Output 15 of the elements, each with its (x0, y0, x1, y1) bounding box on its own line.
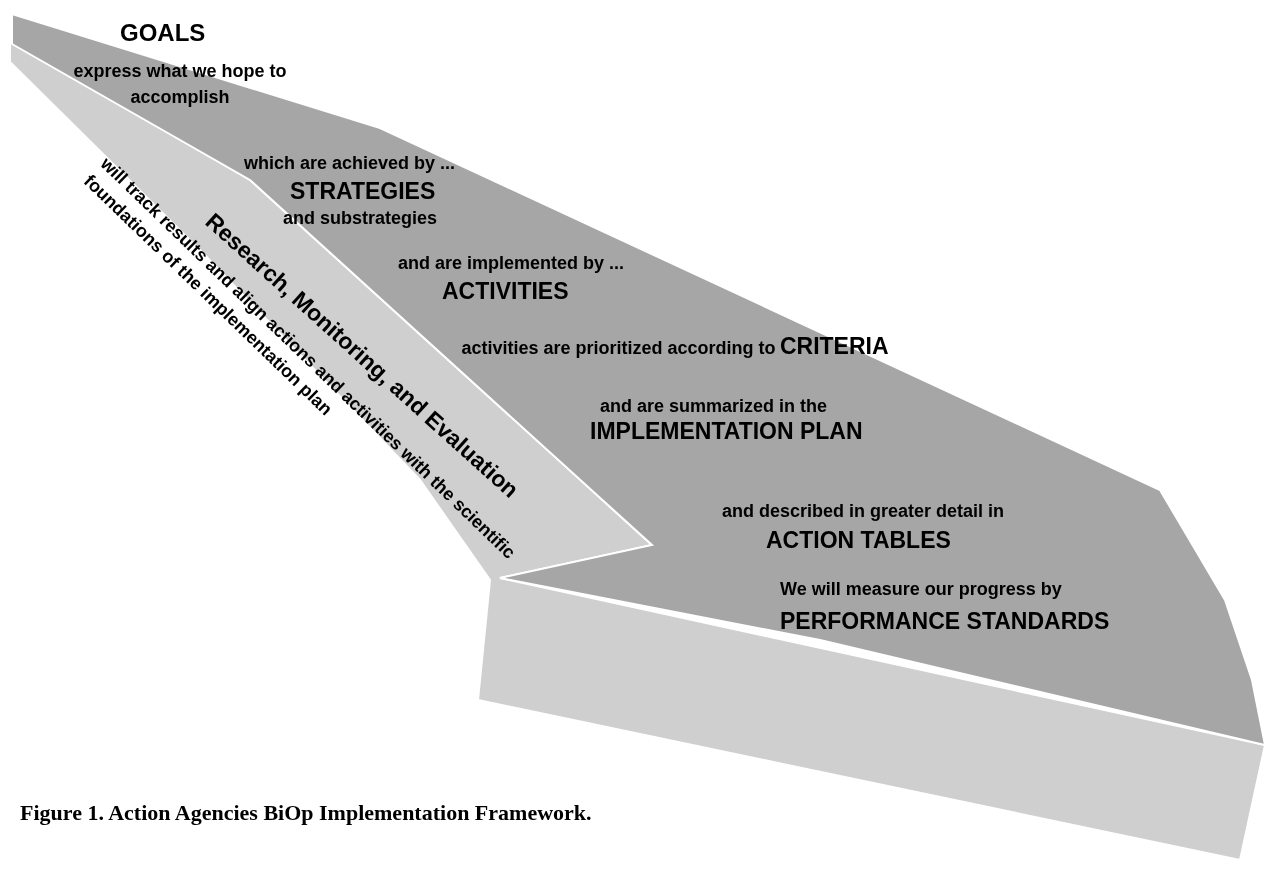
stage-heading: GOALS (120, 20, 206, 46)
figure-caption: Figure 1. Action Agencies BiOp Implementation Framework. (20, 799, 592, 827)
stage-text: activities are prioritized according to (461, 338, 776, 358)
stage-heading: CRITERIA (779, 333, 889, 359)
stage-text: which are achieved by ... (244, 152, 456, 175)
stage-text: and described in greater detail in (722, 500, 1005, 523)
stage-text: and are summarized in the (600, 395, 828, 418)
stage-text: We will measure our progress by (780, 578, 1062, 601)
stage-heading: IMPLEMENTATION PLAN (590, 418, 863, 444)
stage-heading: ACTIVITIES (442, 278, 569, 304)
stage-text: express what we hope to accomplish (72, 60, 288, 109)
stage-heading: PERFORMANCE STANDARDS (780, 608, 1110, 634)
stage-heading: ACTION TABLES (766, 527, 951, 553)
stage-heading: STRATEGIES (290, 178, 436, 204)
stage-text: and are implemented by ... (398, 252, 625, 275)
